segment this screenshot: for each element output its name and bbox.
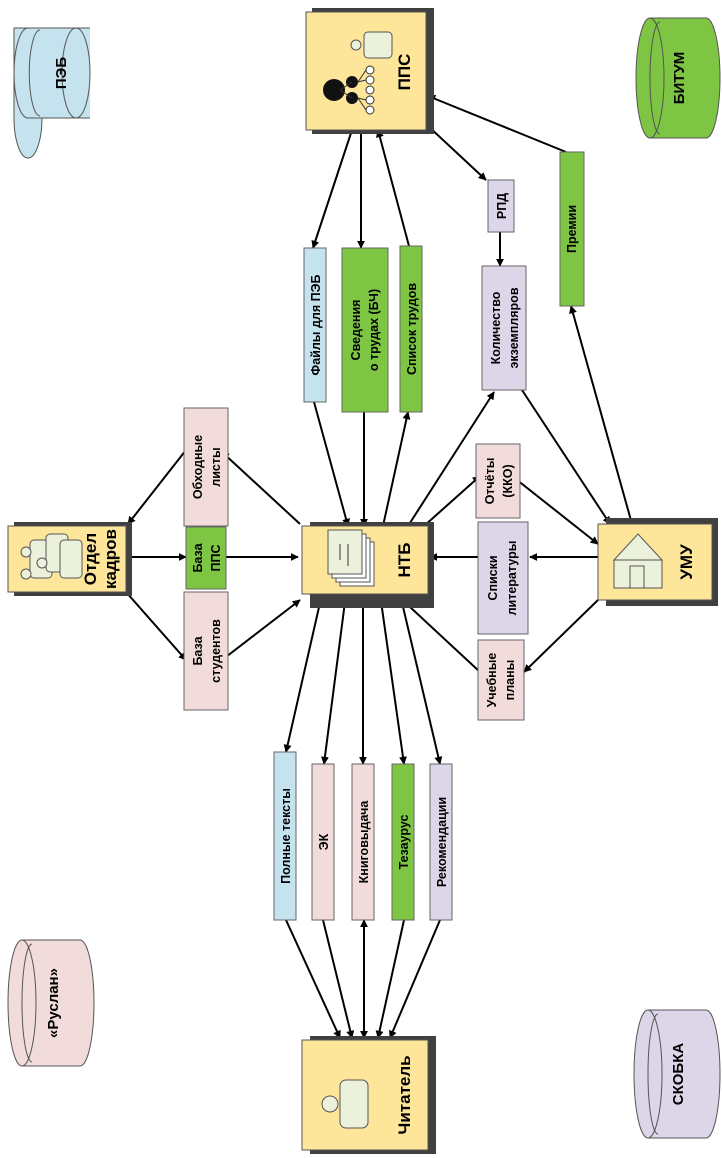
flow-spiski-line2: литературы	[505, 541, 519, 616]
arrow-bazastud-ntb	[221, 599, 301, 661]
flow-otchety: Отчёты (ККО)	[475, 443, 521, 519]
flow-premii-label: Премии	[565, 205, 579, 253]
database-skobka-label: СКОБКА	[670, 1043, 687, 1106]
flow-spiski-literatury: Списки литературы	[477, 521, 529, 635]
flow-ek: ЭК	[311, 763, 335, 921]
arrow-kolichestvo-umu	[521, 389, 611, 525]
flow-svedenia-line1: Сведения	[349, 300, 363, 361]
node-kadry: Отдел кадров	[7, 522, 132, 596]
flow-spisok-trudov: Список трудов	[399, 245, 423, 413]
node-ntb-label: НТБ	[395, 543, 414, 578]
flow-spisok-trudov-label: Список трудов	[405, 283, 419, 375]
arrow-ek-chitatel	[322, 919, 355, 1039]
arrow-pps-rpd	[427, 125, 487, 181]
flow-baza-studentov-line2: студентов	[209, 619, 223, 683]
flow-baza-studentov-line1: База	[191, 635, 205, 665]
flow-polnye-label: Полные тексты	[279, 788, 293, 884]
flow-faily-peb: Файлы для ПЭБ	[303, 247, 327, 403]
arrow-ntb-tezaurus	[379, 593, 407, 765]
node-kadry-label-line1: Отдел	[81, 533, 100, 585]
arrow-ntb-kolichestvo	[407, 391, 495, 527]
flow-uchebnye-line2: планы	[503, 660, 517, 701]
flow-rpd-label: РПД	[495, 193, 509, 219]
flow-otchety-line2: (ККО)	[501, 464, 515, 497]
flow-baza-pps-line2: ППС	[209, 545, 223, 572]
flow-svedenia-line2: о трудах (БЧ)	[367, 289, 381, 371]
database-peb: ПЭБ	[13, 27, 91, 159]
flow-knigovydacha-label: Книговыдача	[357, 800, 371, 884]
flow-kolichestvo-line1: Количество	[489, 291, 503, 364]
flow-polnye-teksty: Полные тексты	[273, 751, 297, 921]
flow-baza-studentov: База студентов	[183, 591, 229, 711]
arrow-ntb-rekomendacii	[399, 593, 443, 765]
pps-hierarchy-icon	[323, 31, 393, 115]
arrow-otchety-umu	[511, 475, 599, 545]
flow-tezaurus-label: Тезаурус	[397, 815, 411, 870]
arrow-spisok-pps	[375, 129, 410, 247]
flow-uchebnye-line1: Учебные	[485, 653, 499, 708]
database-peb-label: ПЭБ	[53, 57, 70, 89]
node-pps: ППС	[305, 8, 434, 134]
arrow-rekomendacii-chitatel	[389, 919, 441, 1039]
arrow-kadry-bazastud	[125, 591, 187, 661]
documents-icon	[327, 529, 375, 587]
arrow-ntb-ek	[320, 593, 347, 765]
arrow-pps-faily	[311, 129, 353, 249]
flow-baza-pps-line1: База	[191, 542, 205, 572]
flow-rekomendacii: Рекомендации	[429, 763, 453, 921]
flow-kolichestvo-line2: экземпляров	[507, 287, 521, 368]
arrow-ntb-otchety	[423, 475, 481, 527]
arrow-ntb-obhodnye	[221, 451, 301, 525]
node-pps-label: ППС	[395, 54, 414, 91]
database-ruslan: «Руслан»	[7, 939, 95, 1067]
database-bitum-label: БИТУМ	[671, 52, 688, 105]
arrow-tezaurus-chitatel	[375, 919, 405, 1039]
arrow-umu-premii	[569, 305, 633, 525]
node-chitatel: Читатель	[301, 1036, 436, 1154]
people-icon	[20, 533, 83, 580]
arrow-obhodnye-kadry	[127, 449, 187, 525]
flow-ek-label: ЭК	[317, 833, 331, 850]
arrow-polnye-chitatel	[285, 919, 341, 1039]
flow-obhodnye-line1: Обходные	[191, 435, 205, 499]
node-umu: УМУ	[597, 518, 718, 606]
arrow-ntb-spisok	[382, 411, 411, 527]
node-umu-label: УМУ	[677, 544, 696, 580]
database-bitum: БИТУМ	[635, 17, 721, 139]
flow-uchebnye-plany: Учебные планы	[477, 639, 525, 721]
node-kadry-label-line2: кадров	[101, 529, 120, 589]
arrow-ntb-polnye	[283, 593, 323, 753]
flow-baza-pps: База ППС	[185, 526, 227, 590]
arrow-premii-pps	[427, 95, 567, 153]
building-icon	[612, 533, 664, 589]
database-ruslan-label: «Руслан»	[45, 968, 62, 1038]
database-skobka: СКОБКА	[633, 1009, 721, 1139]
flow-kolichestvo: Количество экземпляров	[481, 265, 527, 391]
flow-premii: Премии	[559, 151, 585, 307]
flow-spiski-line1: Списки	[486, 555, 500, 600]
flow-obhodnye-line2: листы	[209, 447, 223, 486]
flow-rekomendacii-label: Рекомендации	[435, 797, 449, 887]
flow-tezaurus: Тезаурус	[391, 763, 415, 921]
flow-faily-peb-label: Файлы для ПЭБ	[309, 275, 323, 376]
arrow-umu-uchebnye	[523, 599, 599, 673]
flow-arrows	[125, 95, 633, 1039]
node-ntb: НТБ	[301, 522, 434, 608]
flow-svedenia: Сведения о трудах (БЧ)	[341, 247, 389, 413]
flow-knigovydacha: Книговыдача	[351, 763, 375, 921]
flow-obhodnye: Обходные листы	[183, 407, 229, 527]
flow-otchety-line1: Отчёты	[483, 458, 497, 505]
arrow-faily-ntb	[313, 401, 350, 527]
flow-rpd: РПД	[487, 179, 515, 233]
reader-icon	[321, 1079, 369, 1129]
node-chitatel-label: Читатель	[395, 1055, 414, 1134]
